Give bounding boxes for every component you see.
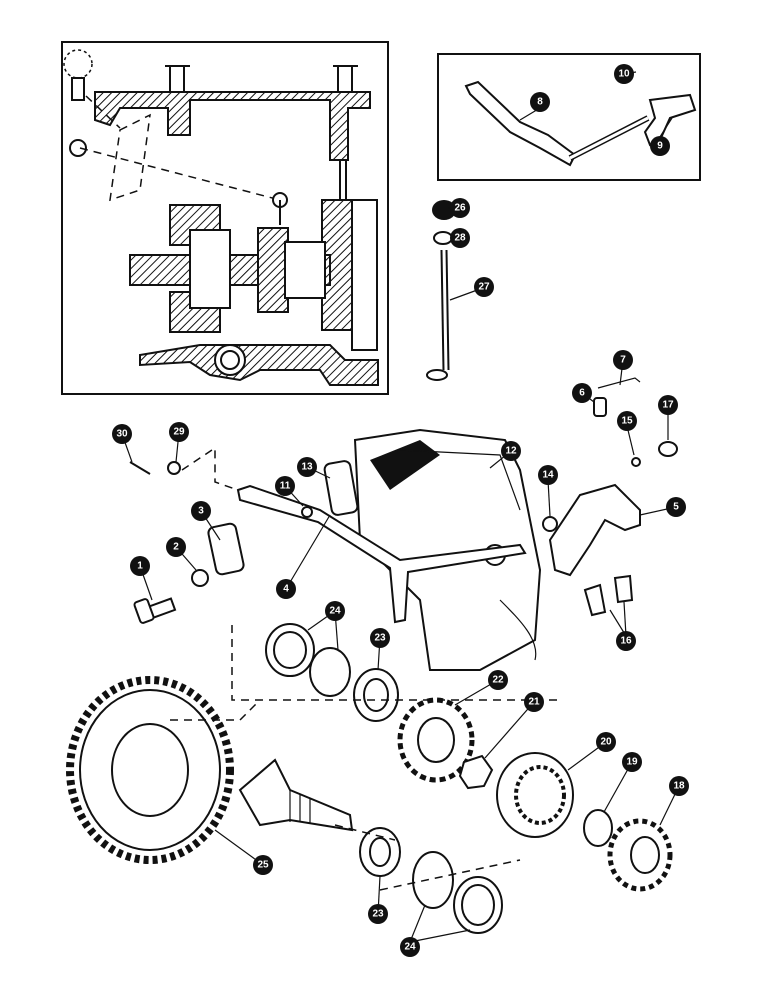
callout-24-bottom: 24	[400, 937, 420, 957]
svg-text:11: 11	[280, 481, 291, 492]
snap-ring-24-bottom	[412, 851, 454, 909]
callout-16: 16	[616, 631, 636, 651]
callout-1: 1	[130, 556, 150, 576]
svg-text:16: 16	[620, 636, 632, 647]
svg-text:25: 25	[257, 860, 269, 871]
callout-30: 30	[112, 424, 132, 444]
svg-text:20: 20	[600, 737, 612, 748]
bolt-1	[133, 597, 177, 624]
ring-gear-25	[66, 676, 234, 864]
nut-21	[458, 754, 494, 790]
svg-text:29: 29	[173, 427, 185, 438]
svg-text:30: 30	[116, 429, 128, 440]
callout-8: 8	[530, 92, 550, 112]
svg-text:23: 23	[374, 633, 386, 644]
svg-text:21: 21	[528, 697, 540, 708]
snap-ring-19	[583, 809, 613, 847]
link-plate-13	[323, 460, 359, 516]
callout-12: 12	[501, 441, 521, 461]
fork-5	[548, 483, 641, 577]
washer-14	[542, 516, 558, 532]
bearing-cup-24-bottom	[453, 876, 503, 934]
callout-18: 18	[669, 776, 689, 796]
svg-text:3: 3	[198, 506, 204, 517]
callout-28: 28	[450, 228, 470, 248]
bearing-cone-23-bottom	[359, 827, 401, 877]
spring-7	[597, 377, 641, 389]
callout-25: 25	[253, 855, 273, 875]
callout-21: 21	[524, 692, 544, 712]
callout-26: 26	[450, 198, 470, 218]
callout-14: 14	[538, 465, 558, 485]
pin-15	[631, 457, 641, 467]
shift-shaft-27	[426, 249, 450, 381]
svg-text:12: 12	[505, 446, 517, 457]
bushing-28	[433, 231, 453, 245]
plug-2	[191, 569, 209, 587]
callout-17: 17	[658, 395, 678, 415]
callout-4: 4	[276, 579, 296, 599]
svg-text:23: 23	[372, 909, 384, 920]
svg-text:2: 2	[173, 542, 179, 553]
plug-17	[658, 441, 678, 457]
svg-text:17: 17	[662, 400, 674, 411]
callout-24-top: 24	[325, 601, 345, 621]
svg-text:10: 10	[618, 69, 630, 80]
svg-text:1: 1	[137, 561, 143, 572]
callout-23-top: 23	[370, 628, 390, 648]
callout-6: 6	[572, 383, 592, 403]
callout-23-bottom: 23	[368, 904, 388, 924]
svg-text:13: 13	[301, 462, 313, 473]
svg-text:27: 27	[478, 282, 490, 293]
shift-rod-4	[236, 484, 527, 624]
callout-29: 29	[169, 422, 189, 442]
svg-text:8: 8	[537, 97, 543, 108]
gear-18	[607, 818, 673, 892]
knob-26	[432, 200, 456, 220]
shift-linkage-inset	[437, 53, 701, 181]
callout-11: 11	[275, 476, 295, 496]
washer-29	[167, 461, 181, 475]
callout-3: 3	[191, 501, 211, 521]
callout-10: 10	[614, 64, 634, 84]
synchronizer-20	[496, 752, 574, 838]
svg-text:15: 15	[621, 416, 633, 427]
svg-text:7: 7	[620, 355, 626, 366]
svg-text:14: 14	[542, 470, 554, 481]
callout-27: 27	[474, 277, 494, 297]
svg-text:6: 6	[579, 388, 585, 399]
cross-section-inset	[61, 41, 389, 395]
callout-7: 7	[613, 350, 633, 370]
svg-text:24: 24	[329, 606, 341, 617]
callout-22: 22	[488, 670, 508, 690]
link-plate-3	[207, 522, 245, 576]
svg-text:5: 5	[673, 502, 679, 513]
callout-15: 15	[617, 411, 637, 431]
callout-13: 13	[297, 457, 317, 477]
bearing-cup-24-top	[265, 623, 315, 677]
svg-text:22: 22	[492, 675, 504, 686]
pin-6	[593, 397, 607, 417]
callout-20: 20	[596, 732, 616, 752]
callout-5: 5	[666, 497, 686, 517]
snap-ring-24-top	[309, 647, 351, 697]
callout-2: 2	[166, 537, 186, 557]
shoe-16	[583, 574, 634, 617]
svg-text:28: 28	[454, 233, 466, 244]
svg-text:9: 9	[657, 141, 663, 152]
cotter-pin-30	[129, 461, 151, 475]
ball-11	[301, 506, 313, 518]
svg-text:19: 19	[626, 757, 638, 768]
svg-text:24: 24	[404, 942, 416, 953]
pinion-25	[238, 758, 354, 832]
svg-text:4: 4	[283, 584, 289, 595]
svg-text:18: 18	[673, 781, 685, 792]
callout-9: 9	[650, 136, 670, 156]
bearing-cone-23-top	[353, 668, 399, 722]
callout-19: 19	[622, 752, 642, 772]
svg-text:26: 26	[454, 203, 466, 214]
gear-22	[397, 697, 475, 783]
